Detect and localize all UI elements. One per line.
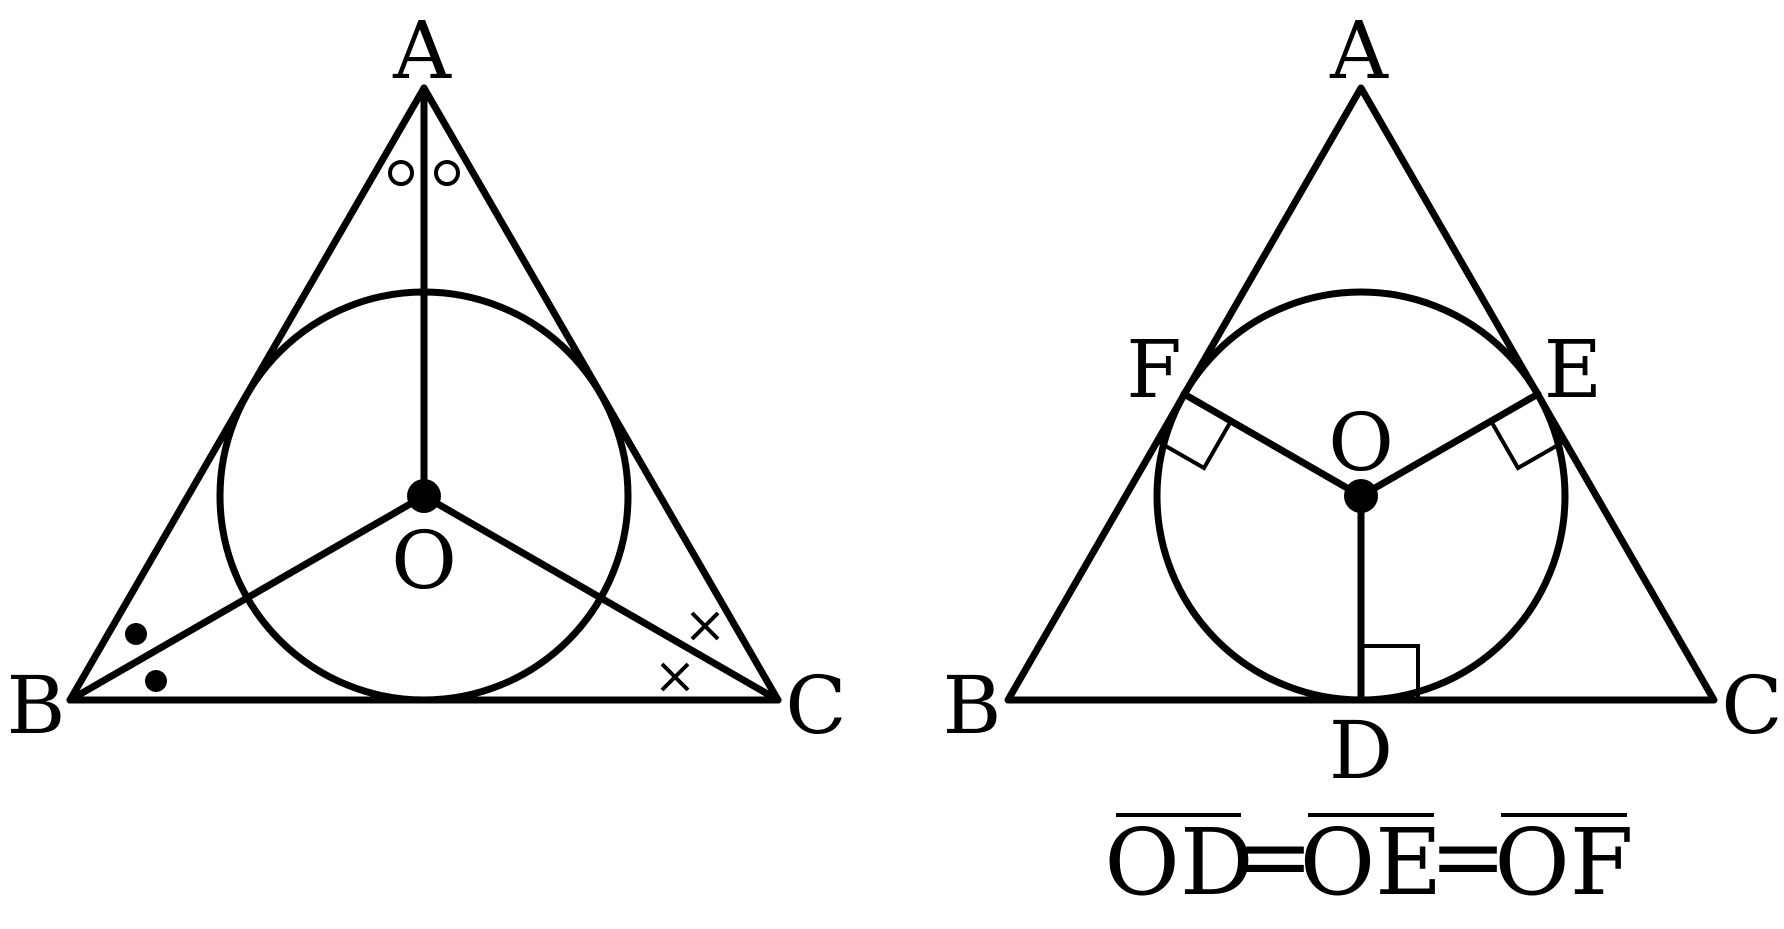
right-figure: A B C D E F O OD = OE = OF xyxy=(943,4,1783,916)
right-label-a: A xyxy=(1329,4,1389,97)
right-label-c: C xyxy=(1721,659,1782,752)
right-angle-f xyxy=(1156,420,1233,471)
angle-c-mark-2 xyxy=(660,662,690,692)
left-label-c: C xyxy=(785,659,846,752)
segment-oe: OE xyxy=(1300,809,1443,916)
right-angle-e xyxy=(1489,420,1566,471)
angle-a-mark-1 xyxy=(388,160,414,186)
radius-oe xyxy=(1357,390,1542,500)
equal-radii-equation: OD = OE = OF xyxy=(1104,803,1633,916)
right-angle-d xyxy=(1361,644,1420,700)
left-label-o: O xyxy=(391,514,457,607)
right-label-e: E xyxy=(1544,323,1602,416)
angle-b-mark-1 xyxy=(125,623,147,645)
right-label-b: B xyxy=(943,659,1002,752)
left-figure: A B C O xyxy=(7,4,847,752)
radius-of xyxy=(1180,390,1365,500)
left-label-a: A xyxy=(392,4,452,97)
segment-od: OD xyxy=(1104,809,1253,916)
left-bisector-c xyxy=(420,492,782,704)
right-label-d: D xyxy=(1329,704,1393,797)
angle-a-mark-2 xyxy=(434,160,460,186)
right-incenter-dot xyxy=(1344,479,1378,513)
segment-of: OF xyxy=(1494,809,1633,916)
left-label-b: B xyxy=(7,659,66,752)
left-incenter-dot xyxy=(407,479,441,513)
right-label-f: F xyxy=(1126,323,1182,416)
equals-sign-1: = xyxy=(1236,803,1313,910)
left-bisector-b xyxy=(66,492,428,704)
right-label-o: O xyxy=(1328,396,1394,489)
angle-b-mark-2 xyxy=(145,670,167,692)
equals-sign-2: = xyxy=(1429,803,1506,910)
angle-c-mark-1 xyxy=(690,611,720,641)
